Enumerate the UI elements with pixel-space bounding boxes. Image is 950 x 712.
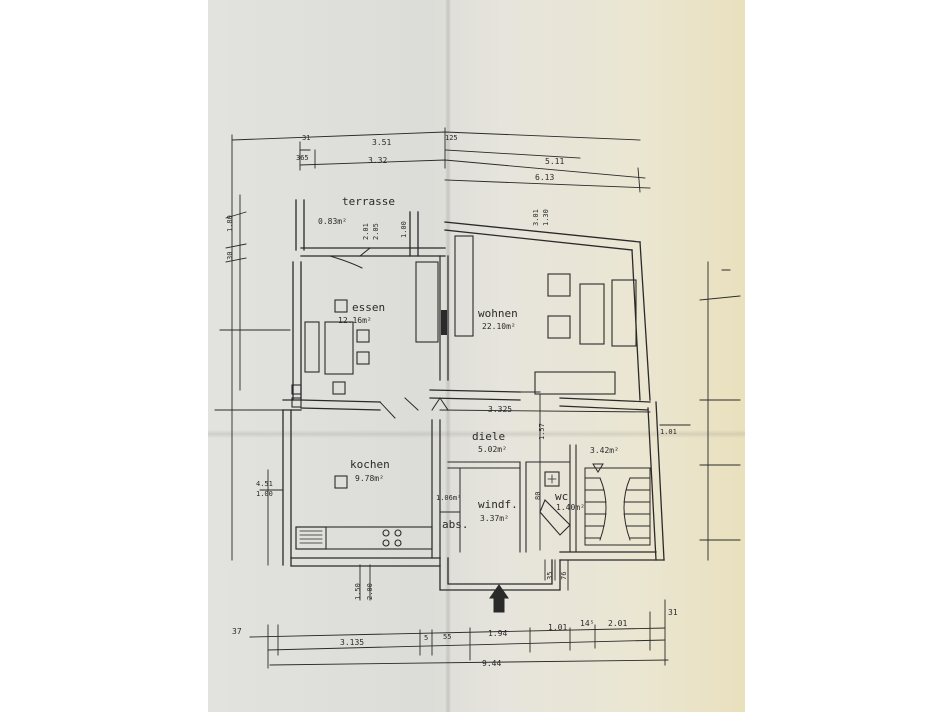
wall-windfang-wc: [519, 461, 527, 553]
dim-bot-201: 2.01: [608, 619, 627, 628]
sofa: [579, 283, 605, 345]
dimension-lines: [214, 127, 741, 669]
dim-door-201: 2.01: [362, 223, 370, 240]
dim-bot-200: 2.00: [366, 583, 374, 600]
wall-wohnen-top: [444, 221, 641, 251]
wall-essen-kochen: [300, 399, 381, 411]
wall-bottom-left: [290, 557, 441, 567]
wall-wohnen-diele: [429, 389, 521, 401]
dim-top-613: 6.13: [535, 173, 554, 182]
area-wohnen: 22.10m²: [482, 322, 516, 331]
area-terrasse: 0.83m²: [318, 217, 347, 226]
dim-bot-76: 76: [560, 572, 568, 580]
dim-mid-101: 1.01: [660, 428, 677, 436]
dim-bot-55: 55: [443, 633, 451, 641]
dim-door-301: 3.01: [532, 209, 540, 226]
furniture: [291, 235, 637, 550]
dim-bot-35: 35: [546, 572, 554, 580]
wall-right-lower: [647, 401, 665, 561]
kitchen-counter: [295, 526, 433, 550]
room-label-wc: wc: [555, 490, 568, 503]
sideboard: [415, 261, 439, 343]
room-label-essen: essen: [352, 301, 385, 314]
dim-mid-157: 1.57: [538, 423, 546, 440]
wall-essen-wohnen: [439, 255, 449, 381]
area-stair: 3.42m²: [590, 446, 619, 455]
dining-table: [324, 321, 354, 375]
dim-door-205: 2.05: [372, 223, 380, 240]
room-label-terrasse: terrasse: [342, 195, 395, 208]
area-kochen: 9.78m²: [355, 474, 384, 483]
dim-bot-194: 1.94: [488, 629, 507, 638]
dim-bot-101: 1.01: [548, 623, 567, 632]
dim-top-31: 31: [302, 134, 310, 142]
dim-mid-3325: 3.325: [488, 405, 512, 414]
paper-fold-horizontal: [208, 430, 745, 438]
wall-wc-stair: [569, 444, 577, 553]
area-wc: 1.40m²: [556, 503, 585, 512]
dim-bot-5: 5: [424, 634, 428, 642]
dim-top-332: 3.32: [368, 156, 387, 165]
wall-entrance: [439, 557, 561, 591]
dim-left-451: 4.51: [256, 480, 273, 488]
dim-bot-37: 37: [232, 627, 242, 636]
dim-left-30: 30: [226, 252, 234, 260]
dim-bot-31: 31: [668, 608, 678, 617]
area-diele: 5.02m²: [478, 445, 507, 454]
dim-left-100: 1.00: [256, 490, 273, 498]
paper-sheet: [208, 0, 745, 712]
entrance-arrow: [489, 584, 509, 613]
dim-door-130: 1.30: [542, 209, 550, 226]
room-label-windfang: windf.: [478, 498, 518, 511]
dim-bot-3135: 3.135: [340, 638, 364, 647]
dim-left-180: 1.80: [226, 215, 234, 232]
dim-top-125: 125: [445, 134, 458, 142]
dim-bot-944: 9.44: [482, 659, 501, 668]
dim-top-351: 3.51: [372, 138, 391, 147]
room-label-wohnen: wohnen: [478, 307, 518, 320]
room-label-kochen: kochen: [350, 458, 390, 471]
room-label-abs: abs.: [442, 518, 469, 531]
wall-left-upper: [292, 261, 302, 401]
dim-door-100: 1.00: [400, 221, 408, 238]
room-label-diele: diele: [472, 430, 505, 443]
dim-bot-150: 1.50: [354, 583, 362, 600]
wall-terrace-left: [295, 199, 305, 251]
dim-bot-80: 80: [534, 492, 542, 500]
area-small-closet: 1.06m²: [436, 494, 461, 502]
staircase: [584, 463, 651, 546]
wall-essen-top: [300, 247, 446, 257]
dim-top-365: 365: [296, 154, 309, 162]
area-essen: 12.16m²: [338, 316, 372, 325]
area-windfang: 3.37m²: [480, 514, 509, 523]
dim-bot-145: 14⁵: [580, 619, 594, 628]
wall-kochen-diele: [431, 419, 441, 559]
wall-bottom-right: [559, 551, 665, 561]
wall-left-lower: [282, 409, 292, 566]
wall-right-upper: [631, 241, 651, 401]
dim-top-511: 5.11: [545, 157, 564, 166]
